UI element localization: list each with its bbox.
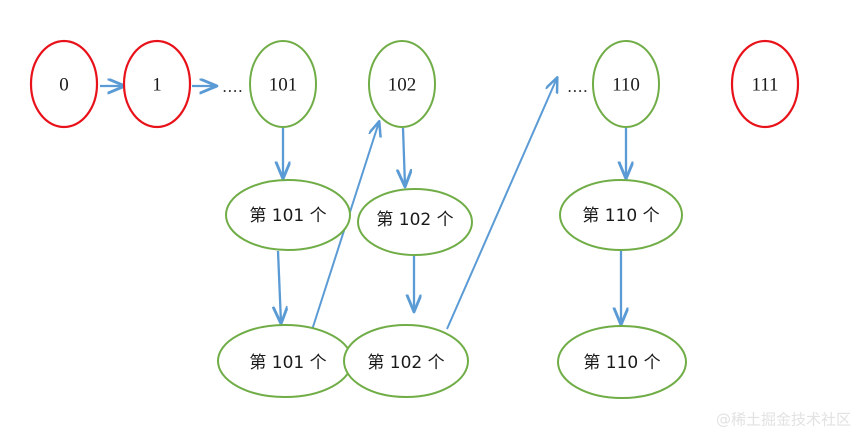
node-bot-101-label: 第 101 个 <box>249 353 326 373</box>
node-bucket-101[interactable]: 101 <box>249 40 317 128</box>
node-bucket-1[interactable]: 1 <box>122 39 192 129</box>
node-bucket-111-label: 111 <box>751 74 778 95</box>
node-mid-110-label: 第 110 个 <box>582 206 659 226</box>
node-bot-110-label: 第 110 个 <box>583 353 660 373</box>
node-bucket-111[interactable]: 111 <box>730 39 800 129</box>
ellipsis-before-bucket-110: .... <box>568 77 589 96</box>
node-mid-101-shape <box>225 179 351 251</box>
node-mid-101-label: 第 101 个 <box>249 206 326 226</box>
node-bucket-110-shape <box>592 40 660 128</box>
node-bot-102-shape <box>343 324 469 398</box>
edge-mid101-to-bot101 <box>278 250 281 323</box>
node-bot-102-label: 第 102 个 <box>367 353 444 373</box>
node-bucket-1-label: 1 <box>152 74 162 95</box>
ellipsis-after-bucket-1: .... <box>223 77 244 96</box>
node-bucket-101-label: 101 <box>269 74 298 95</box>
node-mid-102-shape <box>357 188 473 256</box>
node-mid-101[interactable]: 第 101 个 <box>225 179 351 251</box>
node-bucket-0-shape <box>29 39 99 129</box>
node-mid-110-shape <box>559 179 683 251</box>
node-mid-102-label: 第 102 个 <box>376 210 453 230</box>
watermark-label: @稀土掘金技术社区 <box>716 411 851 429</box>
node-bot-102[interactable]: 第 102 个 <box>343 324 469 398</box>
node-bucket-1-shape <box>122 39 192 129</box>
node-bucket-110-label: 110 <box>612 74 640 95</box>
node-mid-110[interactable]: 第 110 个 <box>559 179 683 251</box>
node-bucket-111-shape <box>730 39 800 129</box>
node-bot-101[interactable]: 第 101 个 <box>217 324 353 398</box>
node-bucket-101-shape <box>249 40 317 128</box>
node-bot-110[interactable]: 第 110 个 <box>557 325 687 399</box>
top-row-nodes: 0 1 .... 101 102 .... 110 111 <box>29 39 800 129</box>
node-bucket-0[interactable]: 0 <box>29 39 99 129</box>
node-bucket-102-shape <box>368 40 436 128</box>
middle-row-nodes: 第 101 个 第 102 个 第 110 个 <box>225 179 683 256</box>
node-bucket-102[interactable]: 102 <box>368 40 436 128</box>
edge-bot102-to-bucket110 <box>446 78 557 330</box>
node-bot-110-shape <box>557 325 687 399</box>
edge-bucket102-to-mid102 <box>403 127 405 186</box>
node-mid-102[interactable]: 第 102 个 <box>357 188 473 256</box>
node-bucket-110[interactable]: 110 <box>592 40 660 128</box>
node-bucket-102-label: 102 <box>388 74 417 95</box>
node-bucket-0-label: 0 <box>59 74 69 95</box>
bottom-row-nodes: 第 101 个 第 102 个 第 110 个 <box>217 324 687 399</box>
